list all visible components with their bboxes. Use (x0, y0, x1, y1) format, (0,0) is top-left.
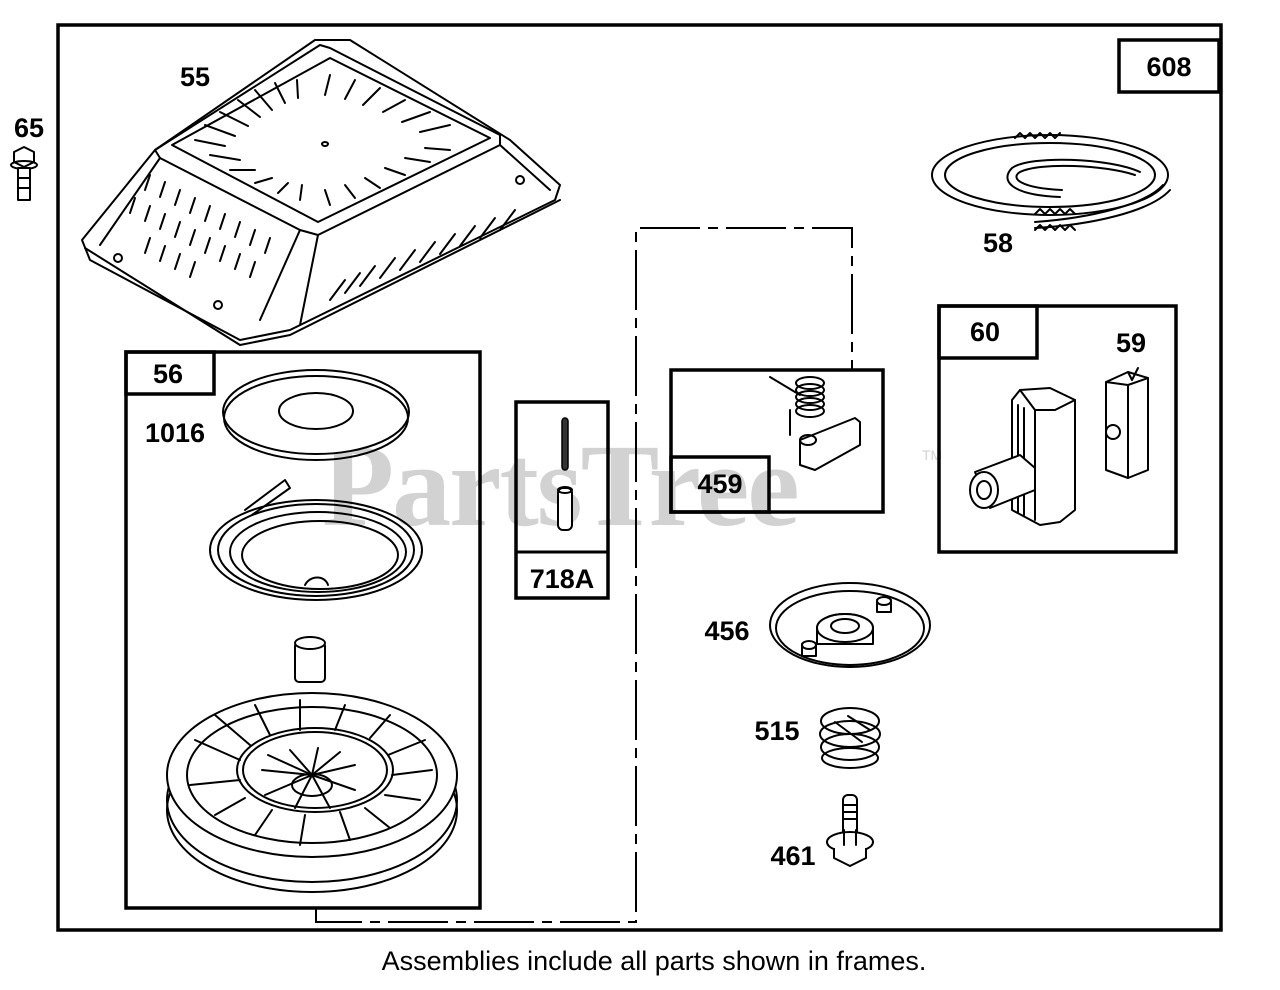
label-box-60 (937, 304, 1039, 360)
retainer-456-icon[interactable] (769, 582, 931, 668)
assembly-frame-60 (937, 304, 1178, 554)
callout-59[interactable]: 59 (1116, 328, 1146, 358)
washer-icon[interactable] (222, 369, 410, 461)
callout-515[interactable]: 515 (754, 716, 799, 746)
starter-handle-icon[interactable] (969, 387, 1076, 526)
pawl-icon[interactable] (799, 417, 861, 471)
label-box-459 (669, 455, 771, 514)
blower-housing-55-icon[interactable] (81, 39, 561, 346)
rope-58-icon[interactable] (931, 132, 1171, 231)
pawl-spring-icon[interactable] (769, 376, 825, 436)
callout-461[interactable]: 461 (770, 841, 815, 871)
callout-456[interactable]: 456 (704, 616, 749, 646)
spring-515-icon[interactable] (819, 707, 881, 769)
assembly-frame-459 (669, 368, 885, 514)
callout-718A[interactable]: 718A (530, 564, 595, 594)
pin-cylinder-icon[interactable] (294, 636, 326, 683)
screw-65-icon[interactable] (10, 146, 38, 201)
connector-line (315, 227, 853, 923)
pins-718A-icon[interactable] (557, 417, 573, 531)
callout-58[interactable]: 58 (983, 228, 1013, 258)
screw-461-icon[interactable] (826, 794, 874, 867)
callout-56[interactable]: 56 (153, 359, 183, 389)
assembly-frame-608 (56, 23, 1223, 932)
starter-pulley-icon[interactable] (166, 692, 458, 893)
callout-55[interactable]: 55 (180, 62, 210, 92)
assembly-frame-718A (514, 400, 610, 600)
callout-1016[interactable]: 1016 (145, 418, 205, 448)
diagram-caption: Assemblies include all parts shown in fr… (381, 946, 927, 976)
label-box-608 (1117, 38, 1221, 94)
assembly-frame-56 (124, 350, 482, 910)
watermark-tm: TM (922, 447, 942, 463)
recoil-spring-icon[interactable] (209, 479, 423, 601)
label-box-56 (124, 350, 216, 396)
callout-608[interactable]: 608 (1146, 52, 1191, 82)
handle-insert-icon[interactable] (1105, 367, 1149, 479)
callout-459[interactable]: 459 (697, 469, 742, 499)
callout-65[interactable]: 65 (14, 113, 44, 143)
callout-60[interactable]: 60 (970, 317, 1000, 347)
